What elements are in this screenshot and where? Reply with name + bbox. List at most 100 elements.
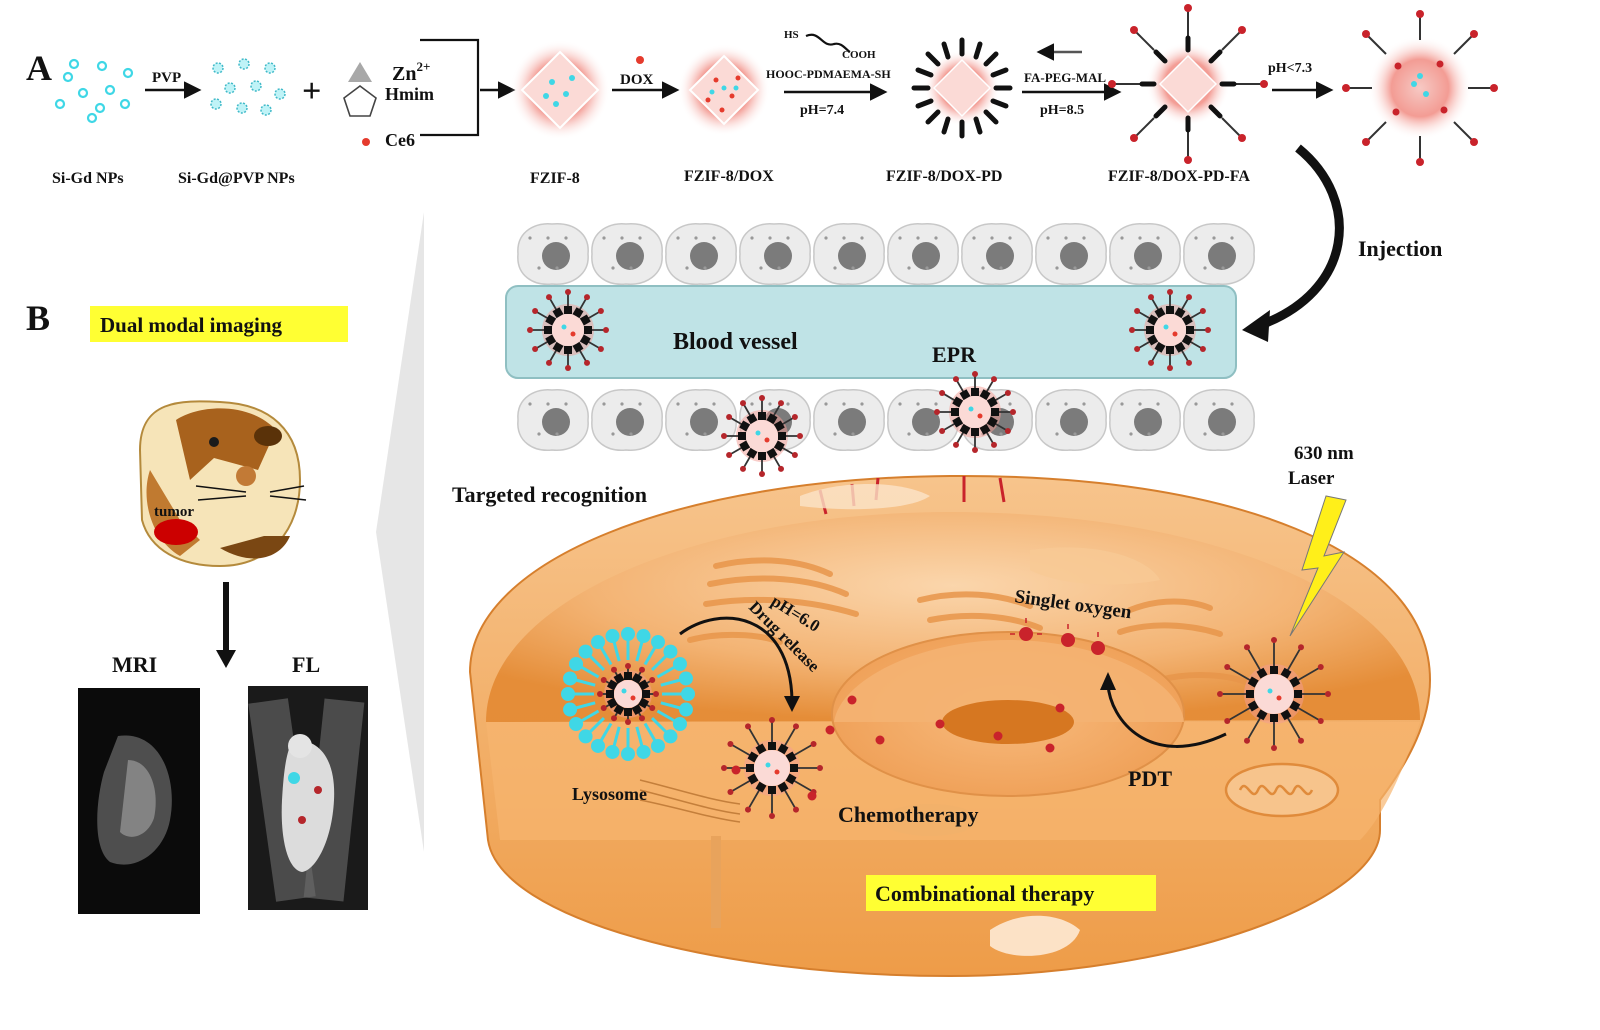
- targeted-recognition-label: Targeted recognition: [452, 482, 647, 507]
- lysosome-label: Lysosome: [572, 784, 647, 804]
- membrane-puff: [800, 484, 930, 510]
- blood-vessel-label: Blood vessel: [673, 329, 798, 355]
- dox-dot: [935, 719, 945, 729]
- ce6-label: Ce6: [385, 130, 415, 150]
- released-particle: [1342, 10, 1498, 166]
- endothelial-cell: [1035, 222, 1107, 285]
- pdt-particle: [1217, 637, 1331, 751]
- dox-dot: [807, 791, 817, 801]
- ph74-label: pH=7.4: [800, 103, 844, 118]
- dox-dot: [731, 765, 741, 775]
- dual-modal-label: Dual modal imaging: [100, 313, 283, 337]
- endothelial-cells-top: [517, 222, 1255, 285]
- ce6-dot-icon: [362, 138, 370, 146]
- epr-label: EPR: [932, 342, 977, 367]
- laser-bolt-icon: [1289, 495, 1347, 637]
- hooc-pdmaema-label: HOOC-PDMAEMA-SH: [766, 67, 891, 81]
- fzif8-dox-pd-fa-particle: [1108, 4, 1268, 164]
- fzif8-particle: [510, 40, 610, 140]
- endothelial-cells-bottom: [517, 388, 1255, 451]
- targeted-particle: [721, 395, 803, 477]
- endothelial-cell: [1109, 222, 1181, 285]
- endothelial-cell: [1183, 222, 1255, 285]
- epr-particle: [934, 371, 1016, 453]
- ph85-label: pH=8.5: [1040, 103, 1084, 118]
- reagent-bracket: [420, 38, 480, 137]
- hs-label: HS: [784, 29, 799, 41]
- chemo-nano: [721, 717, 823, 819]
- singlet-oxygen-dots: [1019, 627, 1105, 655]
- endothelial-cell: [1183, 388, 1255, 451]
- cooh-label: COOH: [842, 49, 876, 61]
- blood-vessel: [505, 285, 1237, 379]
- endothelial-cell: [813, 388, 885, 451]
- chemotherapy-label: Chemotherapy: [838, 802, 979, 827]
- panel-b-letter: B: [26, 298, 50, 338]
- endothelial-cell: [1035, 388, 1107, 451]
- drug-release-arrowhead: [784, 696, 800, 712]
- dox-dot: [993, 731, 1003, 741]
- vessel-particles: [527, 289, 1211, 477]
- combo-label: Combinational therapy: [875, 881, 1094, 906]
- panel-a-letter: A: [26, 48, 52, 88]
- hmim-pentagon-icon: [343, 85, 377, 117]
- injection-label: Injection: [1358, 236, 1442, 261]
- mri-scan-shape: [97, 735, 172, 865]
- tumor-label: tumor: [154, 504, 194, 520]
- label-fzif8: FZIF-8: [530, 170, 580, 187]
- dox-dot: [825, 725, 835, 735]
- thiol-chain: [805, 33, 851, 53]
- label-fzif8-dox-pd: FZIF-8/DOX-PD: [886, 168, 1002, 185]
- label-si-gd-pvp: Si-Gd@PVP NPs: [178, 170, 295, 187]
- mri-label: MRI: [112, 652, 157, 677]
- vessel-particle: [1129, 289, 1211, 371]
- dual-modal-highlight: [90, 306, 348, 342]
- dox-label: DOX: [620, 72, 654, 88]
- bottom-membrane-puff: [990, 915, 1080, 956]
- singlet-oxygen-rays: [1010, 618, 1099, 637]
- zoom-wedge: [376, 212, 424, 852]
- fl-mouse-shape: [248, 698, 365, 902]
- label-fzif8-dox-pd-fa: FZIF-8/DOX-PD-FA: [1108, 168, 1250, 185]
- endothelial-cell: [887, 388, 959, 451]
- chemo-particle: [721, 717, 823, 819]
- dox-dot: [847, 695, 857, 705]
- cancer-cell: [468, 474, 1432, 978]
- pdt-nano: [1217, 637, 1331, 751]
- dox-dot-icon: [636, 56, 644, 64]
- injection-arrow: [1256, 144, 1344, 331]
- ph73-label: pH<7.3: [1268, 61, 1312, 76]
- label-si-gd-nps: Si-Gd NPs: [52, 170, 124, 187]
- pdt-arrow: [1106, 683, 1227, 748]
- fa-peg-mal-label: FA-PEG-MAL: [1024, 70, 1106, 85]
- endothelial-cell: [517, 222, 589, 285]
- endothelial-cell: [887, 222, 959, 285]
- plus-sign: +: [302, 73, 321, 110]
- laser-label: Laser: [1288, 468, 1335, 489]
- vessel-particle: [527, 289, 609, 371]
- si-gd-nps: [54, 58, 134, 124]
- dox-dot: [875, 735, 885, 745]
- tumor-spot: [154, 519, 198, 545]
- dox-dot: [1055, 703, 1065, 713]
- dox-dot: [1045, 743, 1055, 753]
- injection-arrowhead: [1242, 310, 1270, 342]
- endothelial-cell: [591, 388, 663, 451]
- endothelial-cell: [665, 388, 737, 451]
- lysosome: [561, 627, 695, 761]
- pdt-arrowhead: [1100, 672, 1116, 690]
- endothelial-cell: [591, 222, 663, 285]
- laser-nm-label: 630 nm: [1294, 443, 1354, 464]
- fzif8-dox-particle: [678, 44, 770, 136]
- combo-highlight: [866, 875, 1156, 911]
- fzif8-dox-pd-particle: [911, 37, 1013, 139]
- drug-release-arrow: [679, 616, 794, 701]
- zn-triangle-icon: [348, 62, 372, 82]
- endothelial-cell: [1109, 388, 1181, 451]
- label-fzif8-dox: FZIF-8/DOX: [684, 168, 774, 185]
- zn-label: Zn2+: [392, 59, 430, 85]
- endothelial-cell: [517, 388, 589, 451]
- hmim-label: Hmim: [385, 84, 434, 104]
- pdt-label: PDT: [1128, 766, 1172, 791]
